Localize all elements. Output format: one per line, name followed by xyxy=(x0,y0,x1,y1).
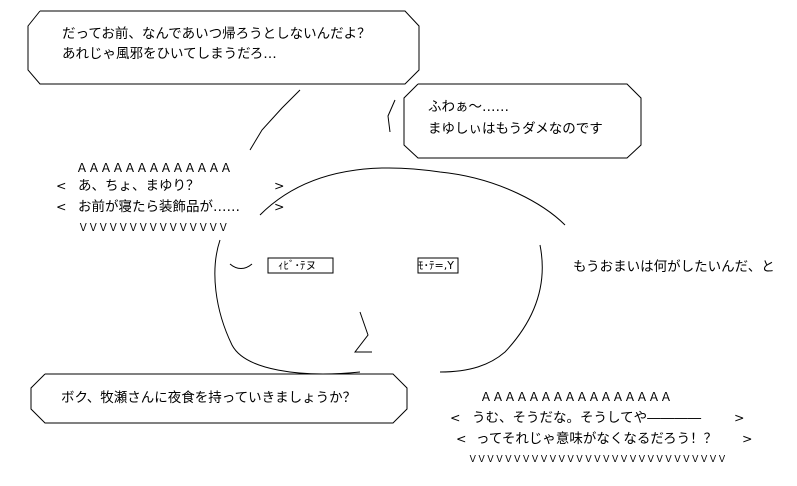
name-badge-right: ﾓ･ﾃ=,Y xyxy=(418,259,454,272)
shout-right-close-bracket-1: > xyxy=(734,410,745,425)
shout-right-line-1: うむ、そうだな。そうしてや―――― xyxy=(472,410,702,426)
shout-left-close-bracket-1: > xyxy=(274,178,285,193)
bubble-top-left-line-2: あれじゃ風邪をひいてしまうだろ… xyxy=(62,46,277,62)
side-comment: もうおまいは何がしたいんだ、と xyxy=(573,259,775,275)
shout-right-close-bracket-2: > xyxy=(742,431,753,446)
shout-right-line-2: ってそれじゃ意味がなくなるだろう！？ xyxy=(476,431,718,447)
shout-right-open-bracket-2: < xyxy=(456,431,467,446)
shout-right-bottom-border: ＶＶＶＶＶＶＶＶＶＶＶＶＶＶＶＶＶＶＶＶＶＶＶＶＶＶＶＶＶ xyxy=(468,454,727,465)
shout-left-line-2: お前が寝たら装飾品が…… xyxy=(78,199,240,215)
shout-left-top-border: ＡＡＡＡＡＡＡＡＡＡＡＡＡ xyxy=(76,161,233,175)
bubble-tails xyxy=(249,89,396,151)
speech-bubble-top-left-frame xyxy=(27,10,420,85)
bubble-top-left-line-1: だってお前、なんであいつ帰ろうとしないんだよ？ xyxy=(62,26,371,42)
speech-bubble-bottom-left-frame xyxy=(30,373,408,424)
shout-left-bottom-border: ＶＶＶＶＶＶＶＶＶＶＶＶＶＶＶ xyxy=(78,222,229,234)
shout-left-open-bracket-1: < xyxy=(56,178,67,193)
name-badge-left: ｨﾋﾞ･ﾃヌ xyxy=(278,259,317,272)
shout-left-close-bracket-2: > xyxy=(274,199,285,214)
shout-left-open-bracket-2: < xyxy=(56,199,67,214)
bubble-bottom-left-line-1: ボク、牧瀬さんに夜食を持っていきましょうか？ xyxy=(61,390,357,406)
shout-left-line-1: あ、ちょ、まゆり？ xyxy=(78,178,200,194)
character-outline xyxy=(214,167,566,375)
shout-right-open-bracket-1: < xyxy=(450,410,461,425)
bubble-top-right-line-1: ふわぁ～…… xyxy=(428,99,509,115)
bubble-top-right-line-2: まゆしぃはもうダメなのです xyxy=(428,121,603,137)
speech-bubble-top-right-frame xyxy=(403,83,642,159)
shout-right-top-border: ＡＡＡＡＡＡＡＡＡＡＡＡＡＡＡＡ xyxy=(480,390,673,404)
